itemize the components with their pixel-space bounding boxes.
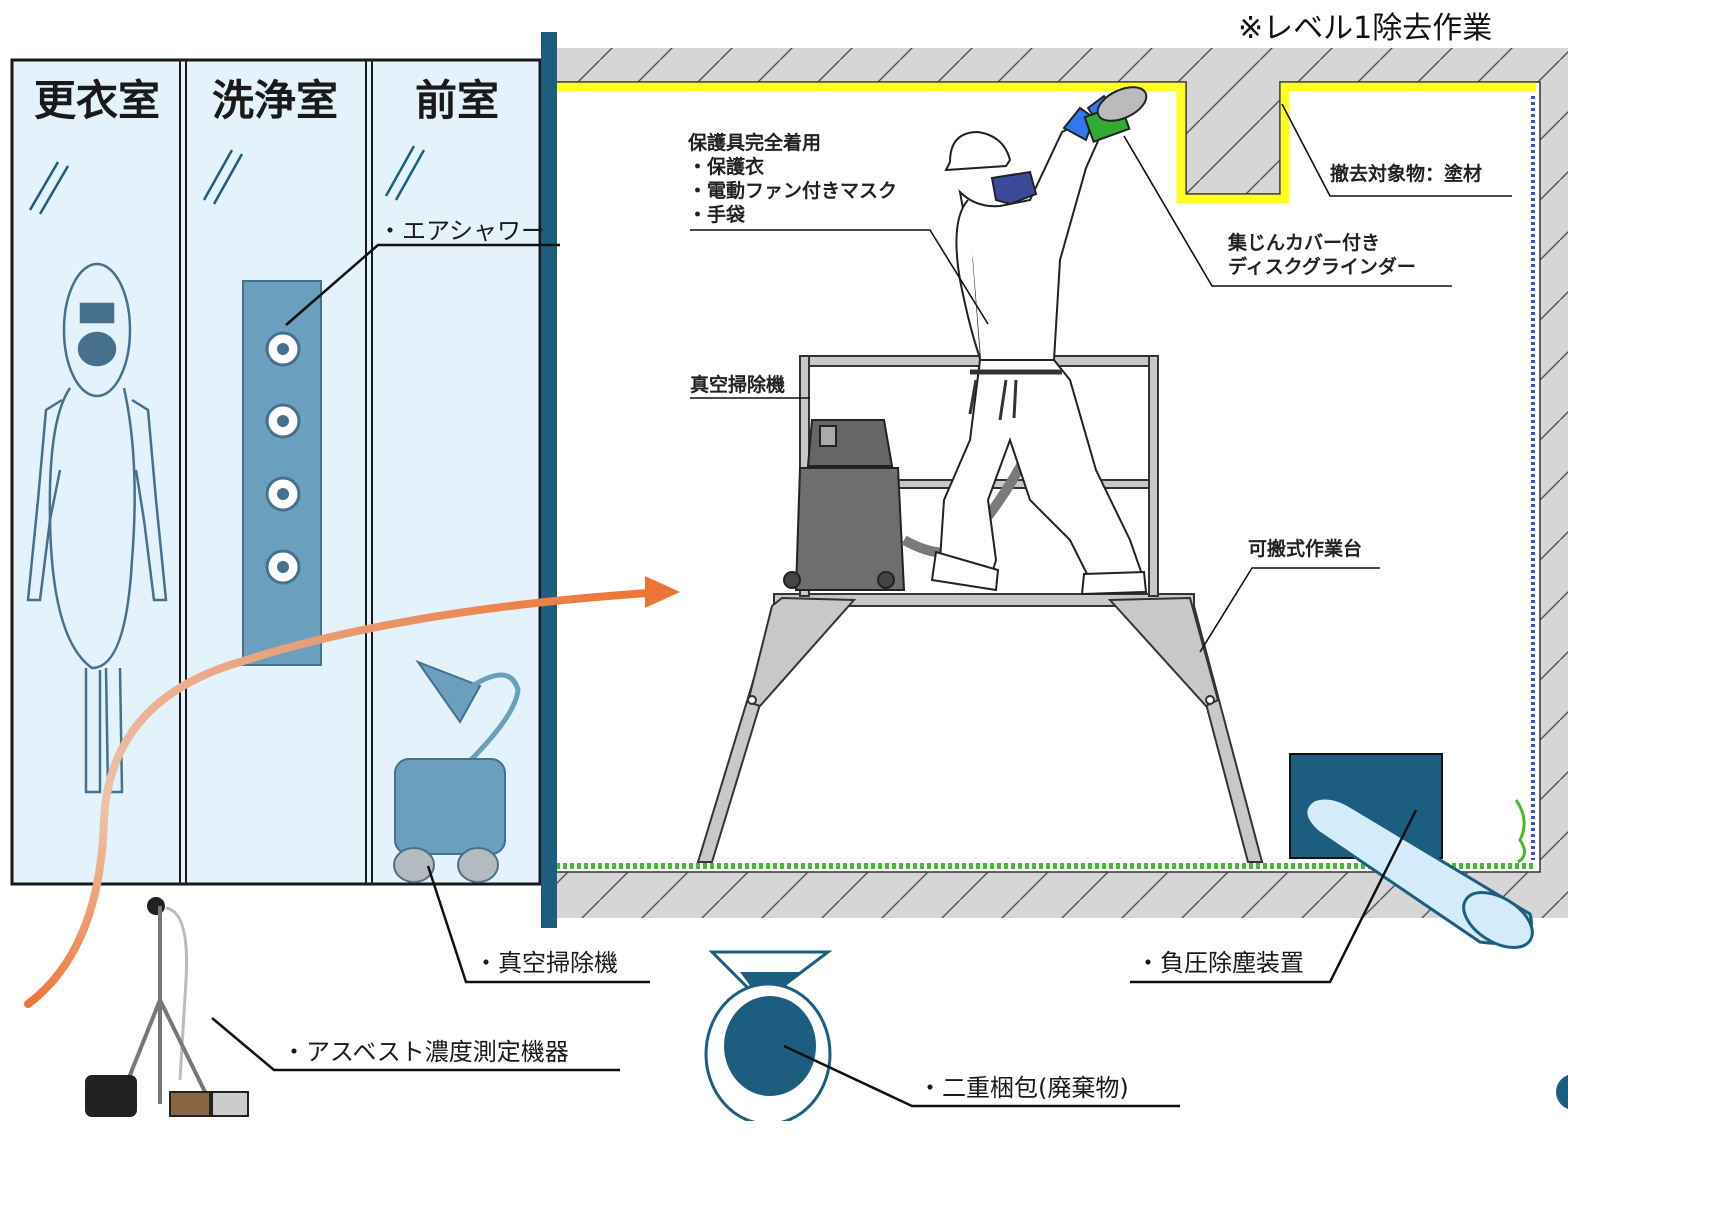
grinder-label-line2: ディスクグラインダー	[1228, 256, 1416, 278]
monitor-leader	[211, 1017, 620, 1072]
asbestos-monitor	[85, 897, 249, 1117]
paint-coating	[556, 82, 1536, 204]
airflow-arrowhead	[645, 576, 680, 608]
grinder-label-line1: 集じんカバー付き	[1228, 232, 1381, 254]
partition-wall	[541, 32, 557, 928]
ppe-item-gloves: ・手袋	[688, 204, 746, 226]
negative-pressure-leader	[1130, 809, 1418, 984]
vacuum-front-leader	[426, 865, 650, 984]
room-label-anteroom: 前室	[415, 76, 500, 125]
platform-label: 可搬式作業台	[1248, 538, 1363, 560]
level-note: ※レベル1除去作業	[1238, 11, 1493, 46]
air-shower-leader	[285, 243, 560, 326]
callout-double-bagging: ・二重梱包(廃棄物)	[918, 1074, 1129, 1102]
callout-asbestos-monitor: ・アスベスト濃度測定機器	[282, 1038, 569, 1066]
protective-suit-figure	[26, 262, 168, 794]
double-bag-leader	[783, 1044, 1180, 1108]
ppe-item-mask: ・電動ファン付きマスク	[688, 180, 898, 202]
worksite-vacuum-label: 真空掃除機	[690, 374, 786, 396]
anteroom-vacuum	[393, 659, 521, 883]
removal-target-label: 撤去対象物：塗材	[1330, 163, 1483, 185]
page-mark	[1556, 1074, 1592, 1110]
double-bag-waste	[704, 950, 833, 1126]
air-shower-panel	[242, 280, 322, 666]
asbestos-removal-diagram: ※レベル1除去作業 更衣室 洗浄室 前室 ・エアシャワー ・真空掃除機 ・アスベ…	[10, 11, 1592, 1126]
glass-marks	[28, 145, 426, 215]
portable-work-platform	[696, 355, 1264, 863]
ppe-item-suit: ・保護衣	[688, 156, 765, 178]
callout-negative-pressure: ・負圧除塵装置	[1136, 949, 1304, 977]
room-label-washing: 洗浄室	[212, 76, 339, 125]
room-label-changing: 更衣室	[34, 76, 161, 125]
ppe-title: 保護具完全着用	[688, 132, 822, 154]
worksite-leaders	[690, 103, 1512, 653]
airflow-arrow	[24, 589, 652, 1008]
callout-vacuum-front: ・真空掃除機	[474, 949, 618, 977]
callout-air-shower: ・エアシャワー	[378, 217, 546, 245]
negative-pressure-unit	[1289, 753, 1534, 949]
diagram-canvas	[10, 32, 1592, 1126]
disc-grinder	[1083, 86, 1148, 143]
